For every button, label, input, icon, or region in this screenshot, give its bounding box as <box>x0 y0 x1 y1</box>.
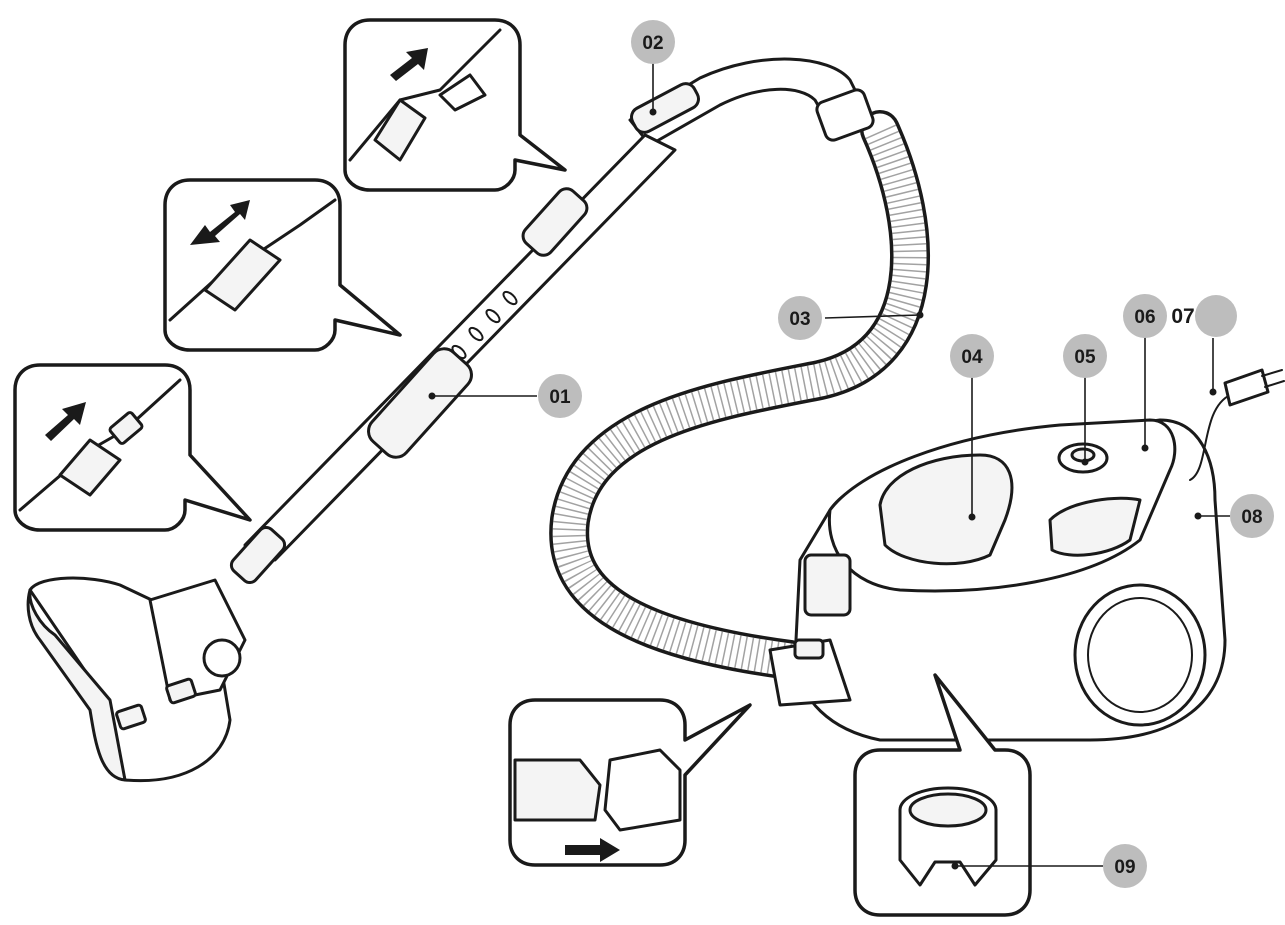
flexible-hose <box>549 110 930 680</box>
label-04: 04 <box>961 347 983 368</box>
label-badge-05: 05 <box>1063 334 1107 378</box>
label-09: 09 <box>1114 857 1135 878</box>
callout-filter <box>853 673 1032 917</box>
label-badge-08: 08 <box>1230 494 1274 538</box>
label-03: 03 <box>789 309 810 330</box>
floor-nozzle <box>26 576 247 783</box>
label-badge-09: 09 <box>1103 844 1147 888</box>
leader-lines <box>428 62 1230 870</box>
label-05: 05 <box>1074 347 1096 368</box>
callout-telescopic-slide <box>163 178 402 352</box>
callout-nozzle-release <box>13 363 252 532</box>
power-cord <box>1189 368 1285 481</box>
label-badge-04: 04 <box>950 334 994 378</box>
label-badge-06: 06 <box>1123 294 1167 338</box>
label-06: 06 <box>1134 307 1155 328</box>
label-08: 08 <box>1241 507 1262 528</box>
hose-handle <box>628 57 875 147</box>
callout-hose-connection <box>508 698 752 867</box>
label-02: 02 <box>642 33 663 54</box>
label-07: 07 <box>1171 295 1237 337</box>
label-badge-02: 02 <box>631 20 675 64</box>
label-badge-01: 01 <box>538 374 582 418</box>
label-07-text: 07 <box>1171 305 1194 328</box>
callout-tube-release <box>343 18 567 192</box>
vacuum-body <box>768 418 1227 742</box>
label-badge-03: 03 <box>778 296 822 340</box>
telescopic-tube <box>229 133 677 585</box>
label-01: 01 <box>549 387 571 408</box>
